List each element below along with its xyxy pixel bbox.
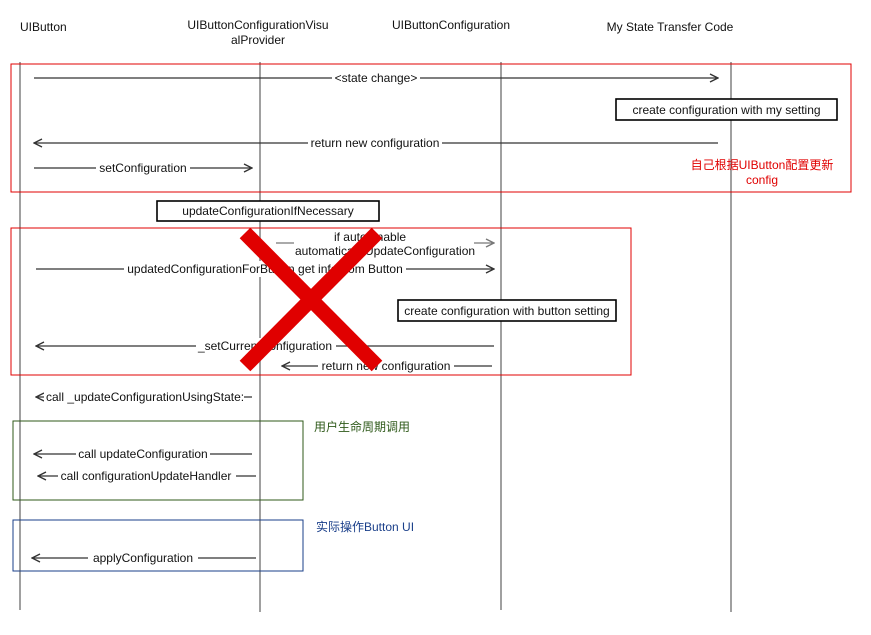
label-apply-configuration: applyConfiguration [93, 551, 193, 565]
label-create-button-setting: create configuration with button setting [404, 304, 609, 318]
label-update-if-necessary: updateConfigurationIfNecessary [182, 204, 353, 218]
blue-frame [12, 519, 304, 572]
label-create-my-setting: create configuration with my setting [632, 103, 820, 117]
note-green: 用户生命周期调用 [314, 419, 410, 434]
box-create-my-setting [615, 98, 838, 121]
red-frame-top [10, 63, 852, 193]
participant-provider-line1: UIButtonConfigurationVisu [187, 18, 328, 32]
label-updated-for-button: updatedConfigurationForButton get info f… [127, 262, 403, 276]
label-return-new-config: return new configuration [311, 136, 440, 150]
note-red-line2: config [746, 173, 778, 187]
box-create-button-setting [397, 299, 617, 322]
label-set-configuration: setConfiguration [99, 161, 186, 175]
participant-state-code: My State Transfer Code [607, 20, 734, 34]
note-red-line1: 自己根据UIButton配置更新 [691, 157, 834, 172]
participant-configuration: UIButtonConfiguration [392, 18, 510, 32]
participant-provider-line2: alProvider [231, 33, 285, 47]
label-call-update-configuration: call updateConfiguration [78, 447, 207, 461]
red-frame-middle [10, 227, 632, 376]
label-call-update-using-state: call _updateConfigurationUsingState: [46, 390, 244, 404]
green-frame [12, 420, 304, 501]
label-return-new-config-2: return new configuration [322, 359, 451, 373]
label-call-update-handler: call configurationUpdateHandler [61, 469, 232, 483]
box-update-if-necessary [156, 200, 380, 222]
participant-uibutton: UIButton [20, 20, 67, 34]
note-blue: 实际操作Button UI [316, 519, 414, 534]
label-if-auto-line2: automaticallyUpdateConfiguration [295, 244, 475, 258]
label-state-change: <state change> [335, 71, 418, 85]
cross-stroke-2 [239, 227, 383, 372]
